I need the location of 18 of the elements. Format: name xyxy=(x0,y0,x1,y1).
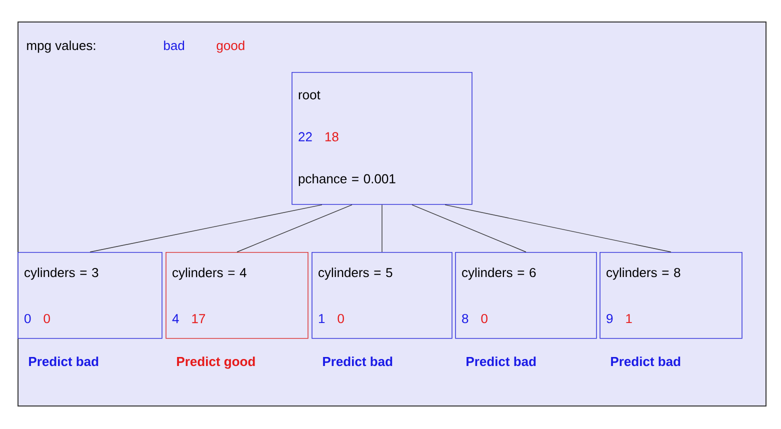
connector-line xyxy=(412,204,526,252)
prediction-text: Predict good xyxy=(177,356,255,369)
connector-line xyxy=(90,204,322,252)
connector-line xyxy=(444,204,672,252)
connector-line xyxy=(236,204,352,252)
leaf-box: cylinders = 5 1 0 xyxy=(312,252,452,339)
leaf-box: cylinders = 8 9 1 xyxy=(600,252,742,339)
legend-title: mpg values: xyxy=(27,40,96,53)
prediction-text: Predict bad xyxy=(611,356,680,366)
leaf-box: cylinders = 4 4 17 xyxy=(166,252,308,339)
leaf-box: cylinders = 6 8 0 xyxy=(455,252,597,339)
prediction-text: Predict bad xyxy=(29,356,98,366)
prediction-text: Predict bad xyxy=(466,356,536,366)
prediction-text: Predict bad xyxy=(323,356,392,366)
root-box: root 22 18 pchance = 0.001 xyxy=(292,72,472,205)
legend-entry: good xyxy=(216,40,244,53)
leaf-box: cylinders = 3 0 0 xyxy=(18,252,162,339)
legend-entry: bad xyxy=(164,40,184,50)
